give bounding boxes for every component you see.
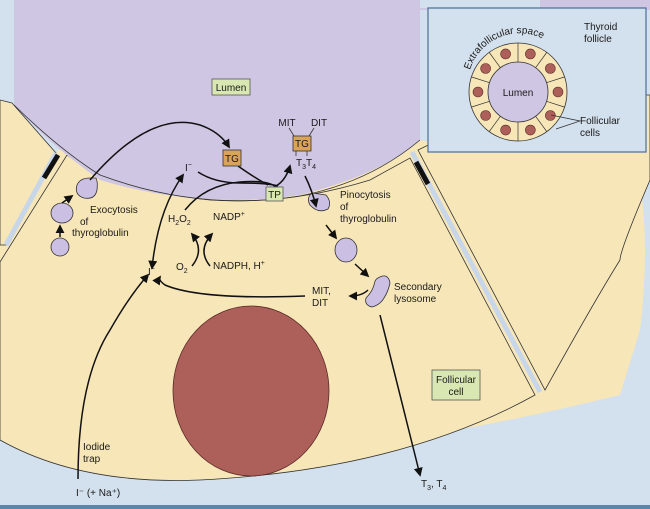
right-junction-gap: [409, 150, 543, 394]
nadp-label: NADP+: [213, 211, 245, 223]
inset-cell-nucleus: [500, 124, 511, 136]
tg-label-right: TG: [295, 139, 309, 150]
inset-lumen-label: Lumen: [503, 88, 534, 99]
lumen-label-box: Lumen: [211, 78, 251, 96]
inset-cell-divider: [471, 76, 490, 84]
inset-follicular-cells-label-line1: Follicular: [580, 116, 621, 127]
tp-label: TP: [268, 190, 281, 201]
nadph-label: NADPH, H+: [213, 260, 265, 272]
inset-cell-nuclei: [472, 48, 564, 136]
inset-cell-nucleus: [472, 86, 484, 98]
inset-cell-divider: [535, 116, 548, 132]
left-cell: [0, 99, 57, 246]
follicular-cell-label-line2: cell: [448, 387, 463, 398]
nucleus: [172, 305, 330, 477]
inset-cell-nucleus: [545, 63, 556, 74]
inset-cell-dividers: [471, 43, 565, 141]
t3t4-output-label: T3, T4: [421, 479, 447, 492]
inset-cell-divider: [488, 116, 501, 132]
inset-cell-divider: [535, 52, 548, 68]
pinocytosis-vesicles: [308, 192, 391, 308]
inset-cell-divider: [488, 52, 501, 68]
arrow-mitdit-to-iodide: [152, 275, 306, 298]
tp-box: TP: [265, 186, 284, 202]
left-tight-junction: [41, 153, 61, 180]
tg-box-right: TG: [288, 127, 315, 156]
inset-cell-nucleus: [480, 110, 491, 121]
arrow-vesicle-to-lysosome: [354, 263, 370, 278]
iodide-lumen-label: I−: [185, 162, 192, 174]
exocytosis-vesicle-middle: [50, 202, 74, 224]
inset-follicular-cells-pointer: [550, 114, 582, 130]
arrow-iodide-cycle: [148, 173, 185, 270]
follicular-cell-label-box: Follicular cell: [431, 369, 481, 401]
inset-follicular-cells-label-line2: cells: [580, 128, 600, 139]
thyroid-follicle-inset: Thyroid follicle Lumen Extrafollicular s…: [427, 7, 647, 153]
arrow-nadph-to-nadp: [203, 232, 214, 267]
dit-label: DIT: [311, 118, 327, 129]
inset-cell-nucleus: [552, 86, 564, 98]
tg-box-left: TG: [222, 149, 242, 167]
secondary-lysosome-label-line1: Secondary: [394, 282, 442, 293]
exocytosis-vesicle-bottom: [50, 237, 70, 257]
lumen-label: Lumen: [216, 83, 247, 94]
tg-label-left: TG: [225, 154, 239, 165]
arrow-o2-to-h2o2: [190, 232, 201, 267]
iodide-sodium-input-label: I⁻ (+ Na⁺): [76, 488, 120, 499]
inset-lumen: [487, 61, 549, 123]
inset-cell-divider: [546, 100, 565, 108]
inset-cell-divider: [546, 76, 565, 84]
iodide-trap-label-line1: Iodide: [83, 442, 111, 453]
secondary-lysosome-label-line2: lysosome: [394, 294, 437, 305]
arrow-lysosome-to-mitdit: [348, 289, 369, 301]
right-tight-junction: [413, 160, 431, 186]
arrow-pino-to-vesicle: [325, 224, 338, 240]
pinocytosis-vesicle-free: [334, 237, 358, 263]
pinocytosis-label-line3: thyroglobulin: [340, 214, 397, 225]
follicular-cell-label-line1: Follicular: [436, 375, 477, 386]
lumen-region: [14, 0, 650, 200]
inset-cell-nucleus: [500, 48, 511, 60]
arrow-t3t4-to-pinocytosis: [304, 175, 319, 208]
inset-cell-nucleus: [525, 48, 536, 60]
h2o2-label: H2O2: [168, 214, 191, 227]
arrow-vesicle-up-2: [61, 194, 74, 204]
arrow-iodide-trap: [77, 273, 150, 480]
mit-label: MIT: [278, 118, 295, 129]
lumen-boundary: [13, 104, 421, 202]
pinocytosis-label-line2: of: [340, 202, 349, 213]
pinocytosis-label-line1: Pinocytosis: [340, 190, 391, 201]
exocytosis-label-line2: of: [80, 217, 89, 228]
o2-label: O2: [176, 262, 188, 275]
arrow-exocytosis-to-tg: [89, 121, 230, 181]
arrow-h2o2-to-tp: [184, 180, 276, 211]
t3t4-top-label: T3T4: [296, 158, 316, 171]
inset-cell-nucleus: [480, 63, 491, 74]
iodide-trap-label-line2: trap: [83, 454, 101, 465]
inset-cell-nucleus: [525, 124, 536, 136]
exocytosis-vesicle-fusing: [75, 177, 98, 199]
bottom-border: [0, 505, 650, 509]
exocytosis-label-line1: Exocytosis: [90, 205, 138, 216]
mit-dit-label-line2: DIT: [312, 298, 328, 309]
iodide-cell-label: I−: [148, 266, 155, 278]
inset-title-line1: Thyroid: [584, 22, 617, 33]
arrow-lysosome-to-blood: [379, 314, 423, 477]
inset-cell-divider: [471, 100, 490, 108]
exocytosis-label-line3: thyroglobulin: [72, 228, 129, 239]
inset-title-line2: follicle: [584, 34, 612, 45]
exocytosis-vesicles: [50, 177, 98, 257]
secondary-lysosome: [365, 275, 391, 308]
mit-dit-label-line1: MIT,: [312, 286, 331, 297]
